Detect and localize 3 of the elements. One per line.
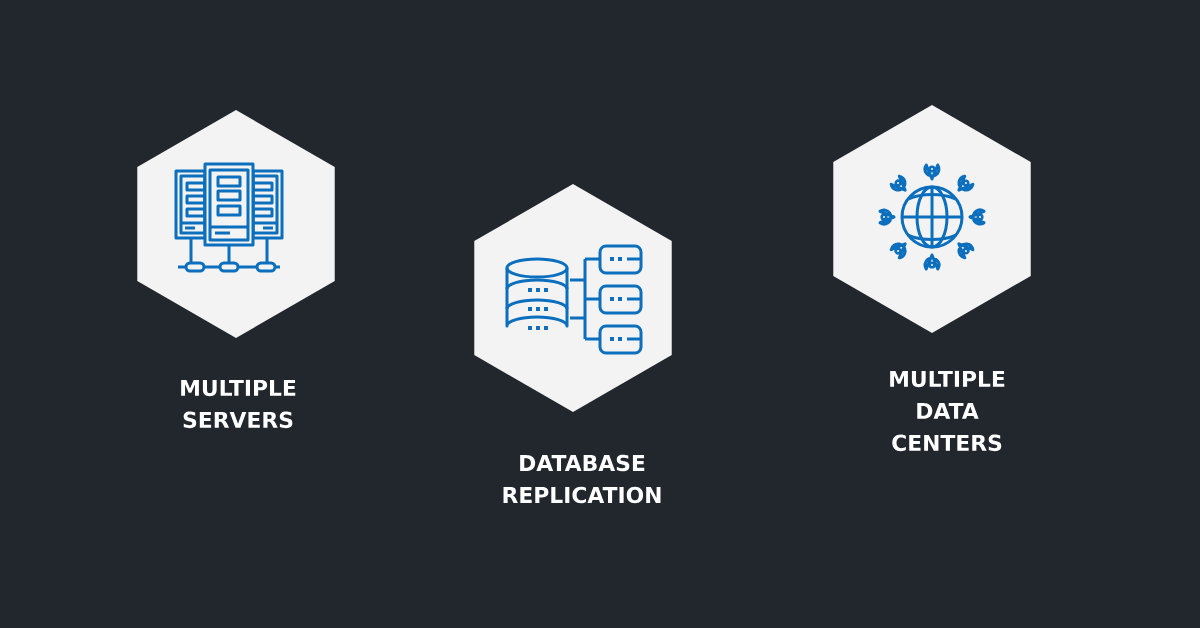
- node-label: DATABASE REPLICATION: [503, 454, 661, 504]
- node-label: MULTIPLE DATA CENTERS: [890, 370, 1005, 452]
- node-label: MULTIPLE SERVERS: [181, 379, 296, 429]
